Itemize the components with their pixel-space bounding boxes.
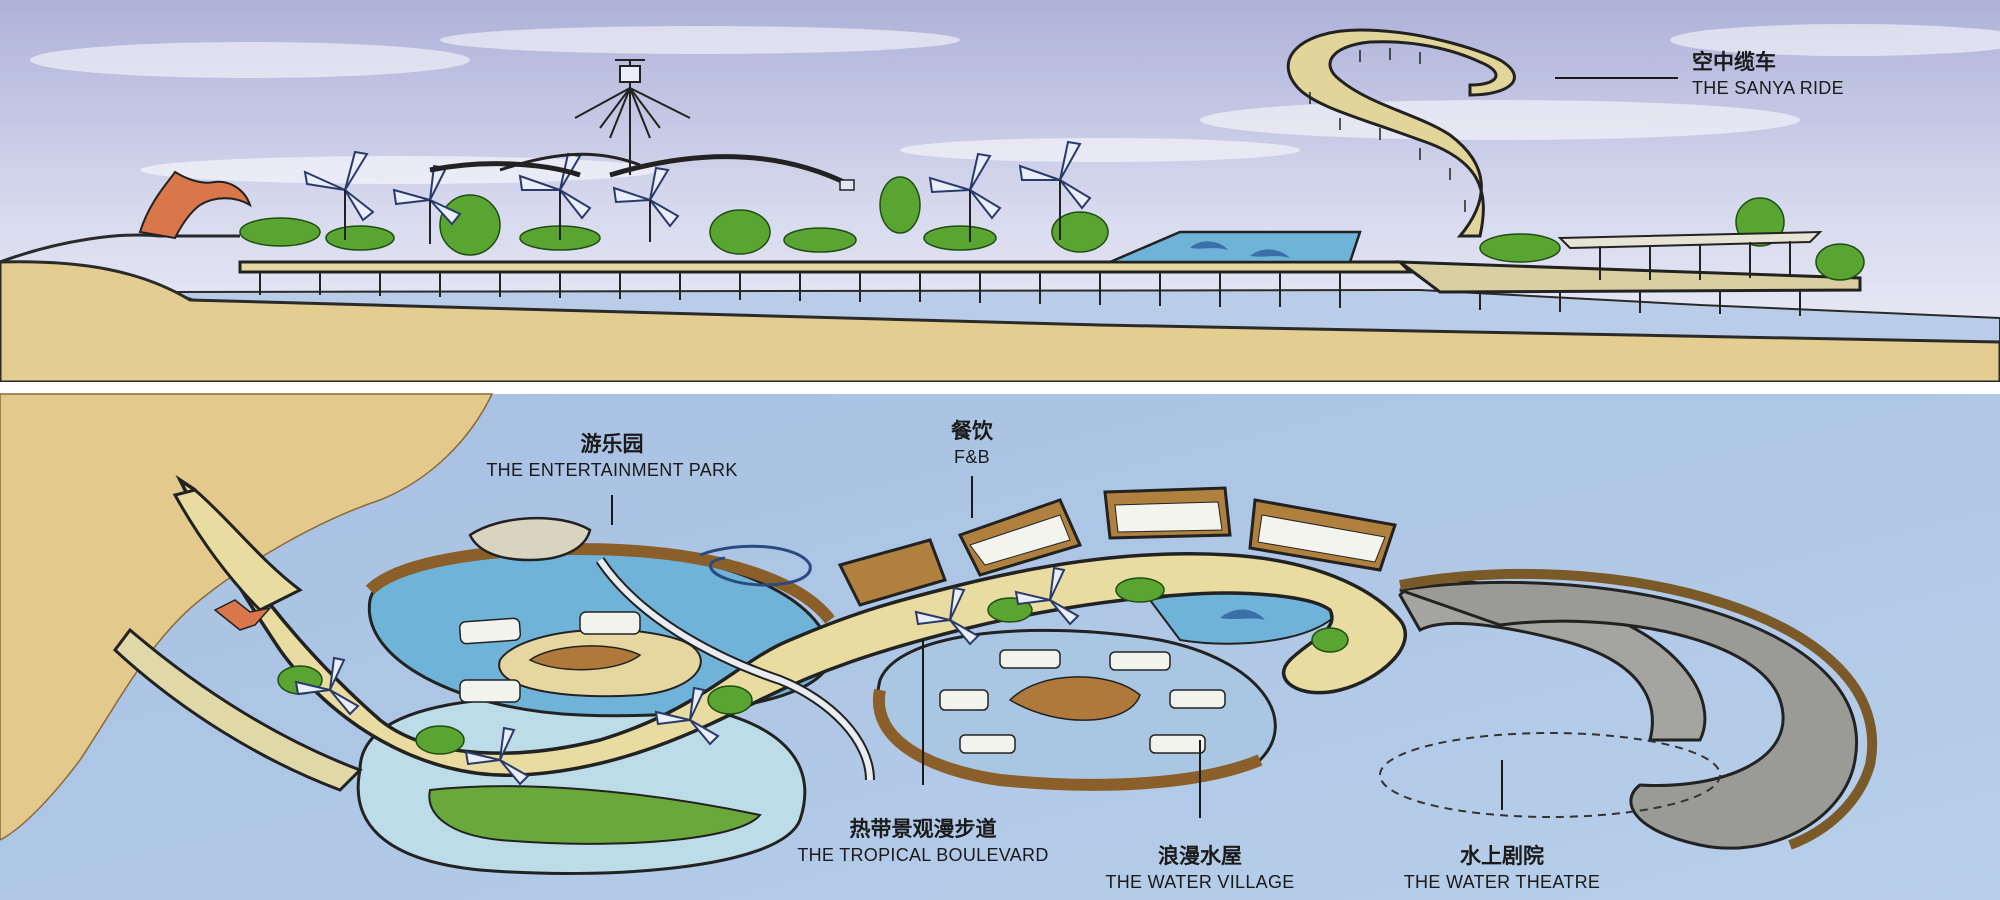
water-villas <box>939 649 1226 754</box>
theatre-audience-zone <box>1379 732 1721 818</box>
label-water-village-en: THE WATER VILLAGE <box>1105 872 1295 892</box>
label-water-theatre-cn: 水上剧院 <box>1460 844 1544 868</box>
park-pavilions <box>458 611 641 703</box>
boulevard-greenery <box>277 577 1349 755</box>
park-island-core <box>528 645 642 671</box>
label-fnb: 餐饮 F&B <box>892 417 1052 469</box>
label-sanya-ride-cn: 空中缆车 <box>1692 50 1776 74</box>
boulevard-propellers <box>294 566 1080 786</box>
leader-lines <box>611 77 1678 818</box>
dolphin-icon <box>1220 609 1265 620</box>
park-canopy <box>468 516 592 562</box>
beach-sand <box>0 393 494 841</box>
elevation-foliage <box>239 176 1865 281</box>
label-sanya-ride-en: THE SANYA RIDE <box>1692 78 1844 98</box>
water-village-core <box>1008 676 1141 721</box>
lagoon-ring <box>356 695 807 875</box>
label-tropical-boulevard: 热带景观漫步道 THE TROPICAL BOULEVARD <box>778 815 1068 867</box>
elevation-view <box>0 0 2000 384</box>
view-divider <box>0 382 2000 394</box>
right-pavilion <box>1557 230 1823 280</box>
swing-ride-tower <box>574 59 691 175</box>
label-water-theatre-en: THE WATER THEATRE <box>1403 872 1601 892</box>
elevation-piles <box>259 272 1801 316</box>
label-tropical-boulevard-cn: 热带景观漫步道 <box>849 817 997 841</box>
spiral-pool <box>699 544 812 587</box>
cloud-streaks <box>30 24 2000 184</box>
label-water-village: 浪漫水屋 THE WATER VILLAGE <box>1090 842 1310 894</box>
label-entertainment-park-cn: 游乐园 <box>580 432 644 456</box>
elevation-sand-ground <box>0 260 2000 384</box>
label-water-theatre: 水上剧院 THE WATER THEATRE <box>1392 842 1612 894</box>
elevation-pool <box>1109 230 1362 264</box>
red-sculpture <box>138 170 252 240</box>
canopy-cabins <box>839 179 855 191</box>
label-tropical-boulevard-en: THE TROPICAL BOULEVARD <box>797 845 1049 865</box>
label-fnb-en: F&B <box>954 447 990 467</box>
tropical-boulevard <box>175 474 1408 777</box>
label-fnb-cn: 餐饮 <box>951 419 993 443</box>
entertainment-park-rim <box>365 543 835 624</box>
boulevard-lower-arm <box>112 627 363 792</box>
label-sanya-ride: 空中缆车 THE SANYA RIDE <box>1692 48 1952 100</box>
fnb-pavilions <box>837 486 1397 607</box>
label-entertainment-park: 游乐园 THE ENTERTAINMENT PARK <box>462 430 762 482</box>
boulevard-west-arm <box>172 488 303 612</box>
elevation-deck <box>238 260 1414 274</box>
ride-cabins <box>1309 48 1466 212</box>
elevation-deck-right <box>1395 260 1862 294</box>
label-entertainment-park-en: THE ENTERTAINMENT PARK <box>486 460 738 480</box>
water-theatre-rim <box>1399 568 1878 850</box>
plan-view <box>0 77 2000 900</box>
label-water-village-cn: 浪漫水屋 <box>1158 844 1242 868</box>
lagoon-green-strip <box>428 785 762 845</box>
plan-red-sculpture <box>213 599 273 631</box>
water-theatre-arc <box>1399 581 1859 850</box>
sanya-ride-track <box>1286 28 1516 238</box>
water-slide-inner <box>597 558 873 781</box>
elevation-hill-left <box>0 233 240 264</box>
canopy-arcs <box>429 152 852 188</box>
dolphins <box>1190 241 1290 258</box>
